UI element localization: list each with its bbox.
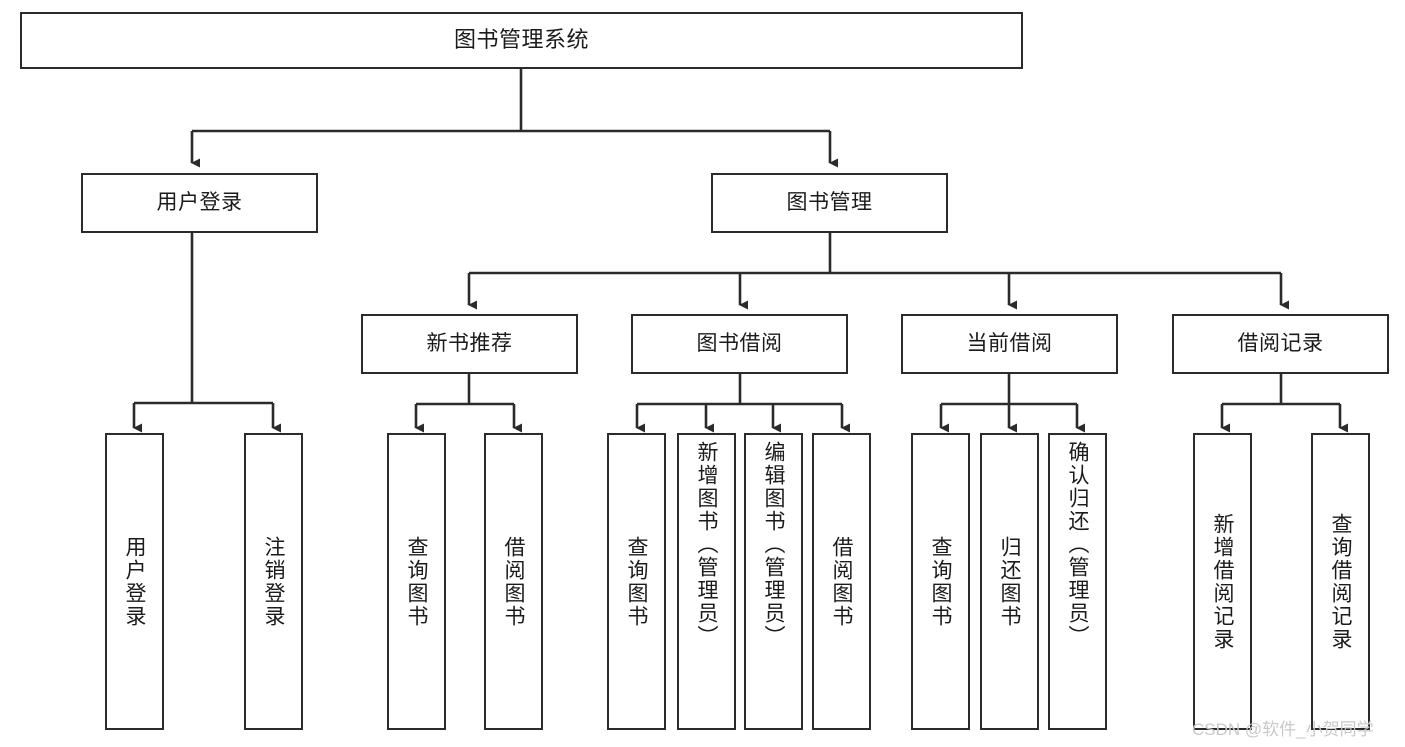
leaf-current-borrow-query-book[interactable]: 查询图书 [911,433,970,730]
leaf-current-borrow-confirm-return-admin[interactable]: 确认归还（管理员） [1048,433,1107,730]
csdn-watermark: CSDN @软件_小贺同学 [1192,720,1374,739]
leaf-borrow-record-add-record[interactable]: 新增借阅记录 [1193,433,1252,730]
node-borrow-record[interactable]: 借阅记录 [1172,314,1389,374]
node-label: 确认归还（管理员） [1066,441,1089,648]
leaf-book-borrow-add-book-admin[interactable]: 新增图书（管理员） [677,433,736,730]
node-label: 当前借阅 [966,332,1053,356]
node-current-borrow[interactable]: 当前借阅 [901,314,1118,374]
node-label: 查询图书 [405,535,428,628]
node-label: 图书管理 [786,191,873,215]
node-root-book-management-system[interactable]: 图书管理系统 [20,12,1023,69]
node-label: 查询图书 [625,535,648,628]
node-label: 编辑图书（管理员） [762,441,785,648]
node-book-borrow[interactable]: 图书借阅 [631,314,848,374]
node-label: 新增借阅记录 [1211,512,1234,651]
node-label: 图书借阅 [696,332,783,356]
node-label: 注销登录 [262,535,285,628]
leaf-new-book-query-book[interactable]: 查询图书 [387,433,446,730]
leaf-book-borrow-edit-book-admin[interactable]: 编辑图书（管理员） [744,433,803,730]
node-label: 新书推荐 [426,332,513,356]
node-label: 用户登录 [123,535,146,628]
node-label: 借阅记录 [1237,332,1324,356]
leaf-book-borrow-borrow-book[interactable]: 借阅图书 [812,433,871,730]
node-label: 归还图书 [998,535,1021,628]
leaf-current-borrow-return-book[interactable]: 归还图书 [980,433,1039,730]
node-label: 借阅图书 [830,535,853,628]
node-label: 查询借阅记录 [1329,512,1352,651]
node-book-management[interactable]: 图书管理 [711,173,948,233]
node-label: 借阅图书 [502,535,525,628]
node-user-login[interactable]: 用户登录 [81,173,318,233]
leaf-user-login-logout[interactable]: 注销登录 [244,433,303,730]
leaf-borrow-record-query-record[interactable]: 查询借阅记录 [1311,433,1370,730]
node-label: 用户登录 [156,191,243,215]
node-label: 查询图书 [929,535,952,628]
node-new-book-recommend[interactable]: 新书推荐 [361,314,578,374]
leaf-new-book-borrow-book[interactable]: 借阅图书 [484,433,543,730]
leaf-book-borrow-query-book[interactable]: 查询图书 [607,433,666,730]
node-label: 图书管理系统 [453,27,589,53]
node-label: 新增图书（管理员） [695,441,718,648]
leaf-user-login-login[interactable]: 用户登录 [105,433,164,730]
